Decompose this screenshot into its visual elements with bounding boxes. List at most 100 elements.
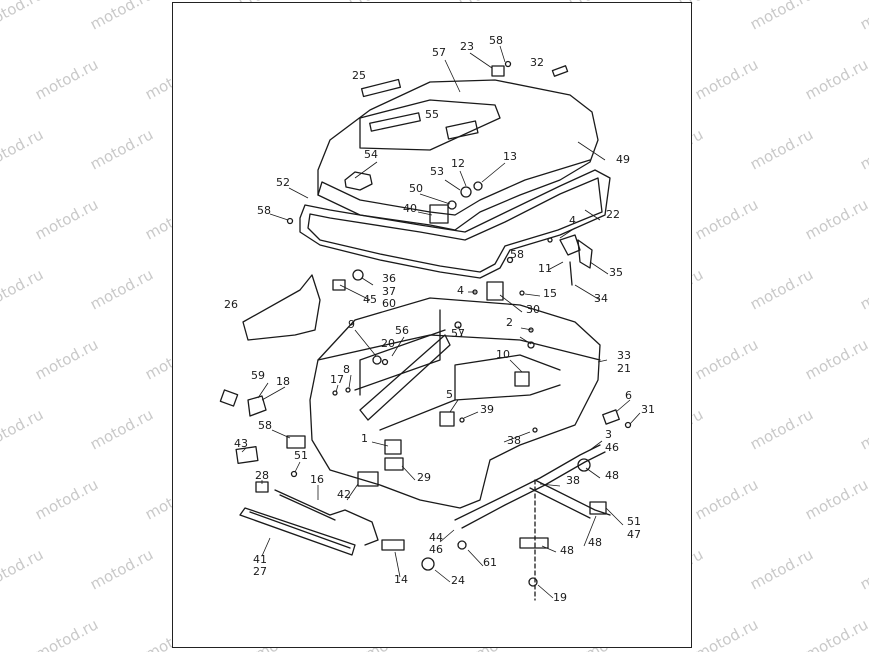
callout-number: 42 xyxy=(337,488,351,501)
leader-line xyxy=(629,412,641,425)
washer-13 xyxy=(473,181,483,191)
leader-line xyxy=(417,211,433,216)
callout-number: 28 xyxy=(255,469,269,482)
leader-line xyxy=(589,440,603,451)
callout-number: 18 xyxy=(276,375,290,388)
leader-line xyxy=(271,429,291,439)
knob-19 xyxy=(421,557,435,571)
callout-number: 52 xyxy=(276,176,290,189)
callout-number: 39 xyxy=(480,403,494,416)
leader-line xyxy=(499,294,523,313)
callout-number: 50 xyxy=(409,182,423,195)
hinge-11 xyxy=(559,234,581,256)
callout-number: 51 xyxy=(294,449,308,462)
leader-line xyxy=(444,179,461,191)
leader-line xyxy=(463,411,479,419)
leader-line xyxy=(348,374,352,389)
mount-rail xyxy=(454,444,601,521)
callout-number: 59 xyxy=(251,369,265,382)
leader-line xyxy=(361,277,374,286)
callout-number: 57 xyxy=(432,46,446,59)
callout-number: 38 xyxy=(507,434,521,447)
callout-number: 1 xyxy=(361,432,368,445)
callout-number: 34 xyxy=(594,292,608,305)
callout-number: 30 xyxy=(526,303,540,316)
lid-gasket-22 xyxy=(299,169,611,279)
leader-line xyxy=(449,399,459,413)
callout-number: 4 xyxy=(569,214,576,227)
callout-number: 31 xyxy=(641,403,655,416)
base-divider-20 xyxy=(359,334,451,421)
screw-4 xyxy=(547,237,553,243)
callout-number: 9 xyxy=(348,318,355,331)
screw-6 xyxy=(459,417,465,423)
callout-number: 23 xyxy=(460,40,474,53)
leader-line xyxy=(503,431,531,443)
callout-number: 45 xyxy=(363,293,377,306)
nut-50 xyxy=(447,200,457,210)
base-box-outline xyxy=(309,297,601,509)
leader-line xyxy=(577,141,606,161)
callout-number: 48 xyxy=(605,469,619,482)
callout-number: 58 xyxy=(257,204,271,217)
leader-line xyxy=(241,447,247,453)
callout-number: 25 xyxy=(352,69,366,82)
leader-line xyxy=(294,461,301,473)
callout-number: 37 xyxy=(382,285,396,298)
lid-pad-55 xyxy=(445,120,479,140)
callout-number: 35 xyxy=(609,266,623,279)
callout-number: 6 xyxy=(625,389,632,402)
callout-number: 27 xyxy=(253,565,267,578)
callout-number: 13 xyxy=(503,150,517,163)
lid-latch-54 xyxy=(344,171,373,191)
grommet-10 xyxy=(381,358,389,366)
clip-45 xyxy=(332,279,346,291)
callout-number: 54 xyxy=(364,148,378,161)
block-51b xyxy=(357,471,379,487)
leader-line xyxy=(269,213,289,221)
leader-line xyxy=(589,261,609,275)
callout-number: 58 xyxy=(510,248,524,261)
bracket-33 xyxy=(514,371,530,387)
callout-number: 58 xyxy=(258,419,272,432)
leader-line xyxy=(481,162,506,183)
plate-32 xyxy=(551,65,569,77)
leader-line xyxy=(584,209,601,221)
plug-36 xyxy=(352,269,364,281)
callout-number: 29 xyxy=(417,471,431,484)
grommet-56 xyxy=(372,355,382,365)
callout-number: 57 xyxy=(451,327,465,340)
screw-58d xyxy=(504,60,512,68)
pad-38b xyxy=(384,457,404,471)
bracket-30 xyxy=(486,281,504,301)
leader-line xyxy=(520,327,533,331)
leader-line xyxy=(583,515,597,547)
callout-number: 36 xyxy=(382,272,396,285)
lock-12 xyxy=(460,186,472,198)
leader-line xyxy=(354,329,377,357)
leader-line xyxy=(524,293,541,297)
callout-number: 48 xyxy=(560,544,574,557)
leader-line xyxy=(391,336,405,357)
leader-line xyxy=(394,551,401,578)
callout-number: 16 xyxy=(310,473,324,486)
leader-line xyxy=(371,441,389,447)
callout-number: 8 xyxy=(343,363,350,376)
nut-14a xyxy=(457,540,467,550)
callout-number: 11 xyxy=(538,262,552,275)
screw-58 xyxy=(286,217,294,225)
leader-line xyxy=(615,399,631,413)
clip-24 xyxy=(381,539,405,551)
leader-line xyxy=(547,261,564,271)
callout-number: 41 xyxy=(253,553,267,566)
screw-58b xyxy=(624,421,632,429)
clip-3 xyxy=(384,439,402,455)
leader-line xyxy=(467,549,484,567)
leader-line xyxy=(261,537,271,557)
callout-number: 3 xyxy=(605,428,612,441)
leader-line xyxy=(346,483,359,501)
leader-line xyxy=(434,569,451,583)
callout-number: 60 xyxy=(382,297,396,310)
bracket-39 xyxy=(439,411,455,427)
